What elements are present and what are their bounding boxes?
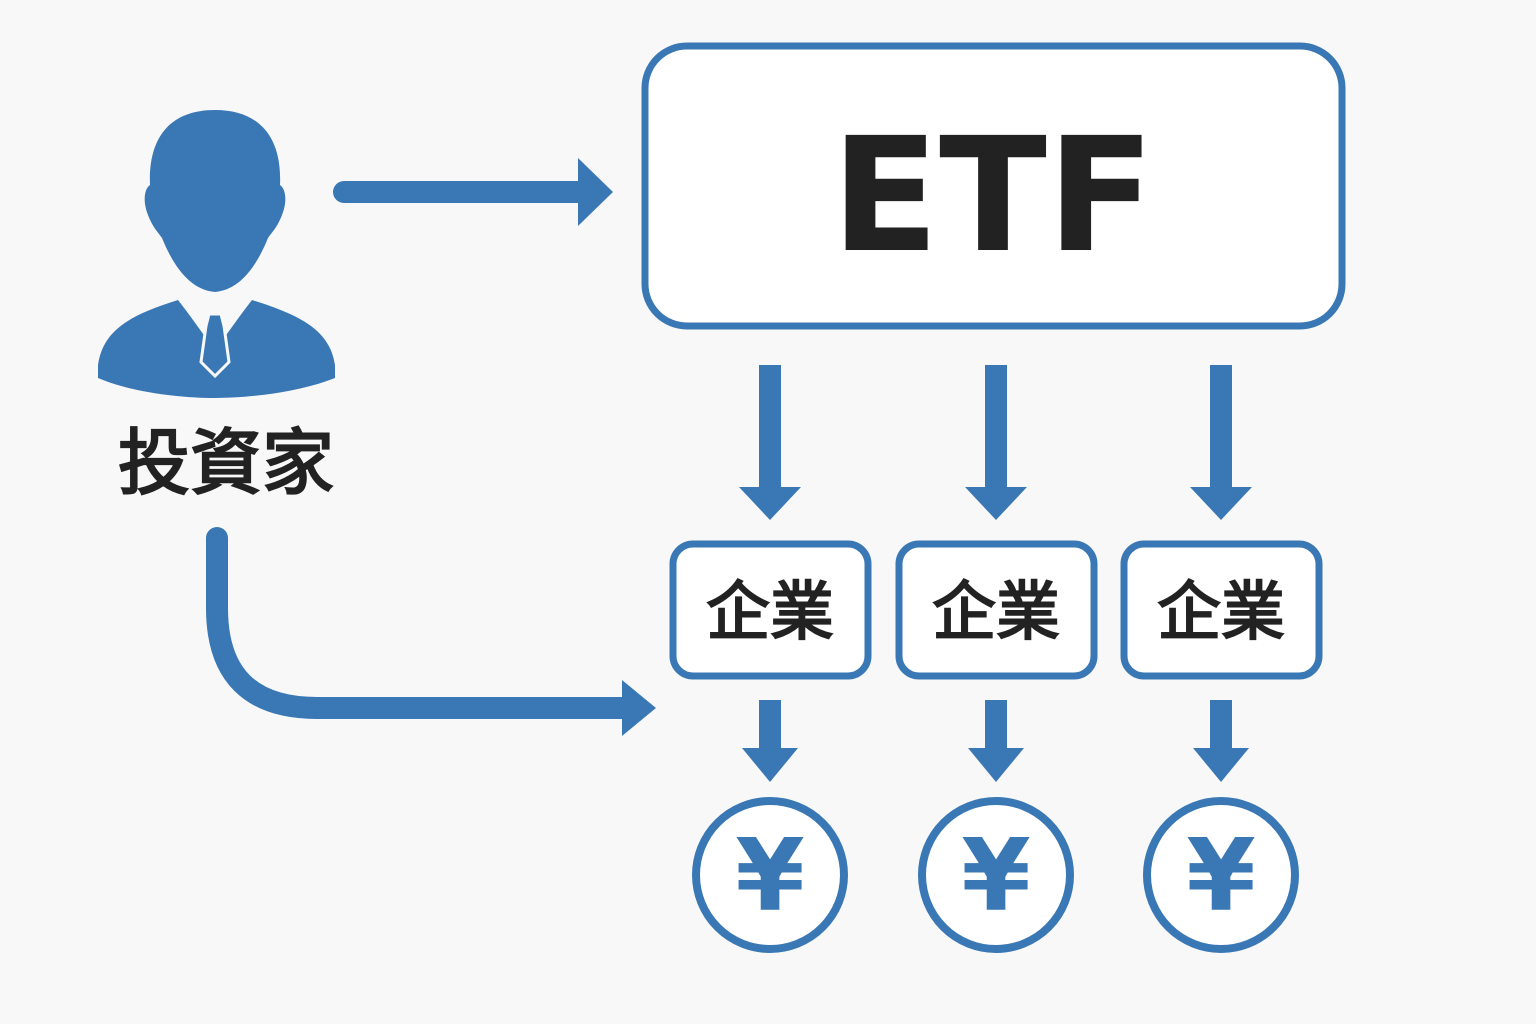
yen-symbol-1: ¥ <box>735 817 805 934</box>
company-box-1: 企業 <box>669 540 872 680</box>
arrow-company-to-yen-1 <box>742 700 798 782</box>
etf-label: ETF <box>831 104 1155 288</box>
yen-coin-1: ¥ <box>692 797 848 953</box>
yen-coin-3: ¥ <box>1143 797 1299 953</box>
investor-tie <box>180 302 250 379</box>
arrow-etf-to-company-1 <box>739 365 801 520</box>
yen-symbol-2: ¥ <box>961 817 1031 934</box>
yen-coin-2: ¥ <box>918 797 1074 953</box>
arrow-company-to-yen-2 <box>968 700 1024 782</box>
arrow-company-to-yen-3 <box>1193 700 1249 782</box>
company-box-3: 企業 <box>1120 540 1323 680</box>
arrow-etf-to-company-3 <box>1190 365 1252 520</box>
arrow-etf-to-company-2 <box>965 365 1027 520</box>
company-box-2: 企業 <box>895 540 1098 680</box>
company-label-1: 企業 <box>706 576 834 650</box>
arrow-investor-to-etf <box>333 158 613 226</box>
company-label-2: 企業 <box>932 576 1060 650</box>
etf-box <box>641 42 1346 330</box>
arrow-investor-to-companies <box>206 527 656 736</box>
yen-symbol-3: ¥ <box>1186 817 1256 934</box>
investor-label: 投資家 <box>118 421 334 505</box>
company-label-3: 企業 <box>1157 576 1285 650</box>
